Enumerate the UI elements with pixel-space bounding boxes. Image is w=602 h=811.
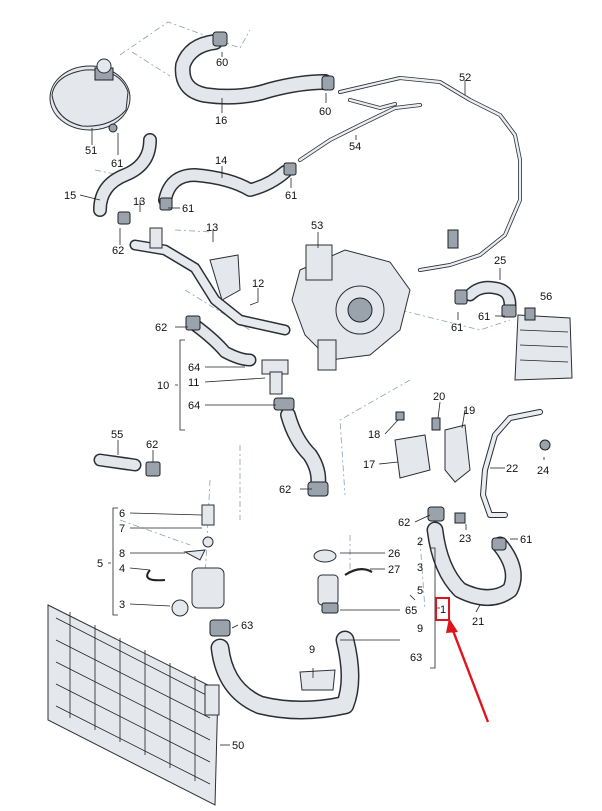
label-61-hose21[interactable]: 61 (520, 534, 532, 546)
label-53[interactable]: 53 (311, 220, 323, 232)
hose-63-lower (209, 619, 360, 720)
hose-16 (174, 31, 335, 105)
label-65[interactable]: 65 (405, 605, 417, 617)
label-10[interactable]: 10 (157, 380, 169, 392)
label-60-top[interactable]: 60 (216, 57, 228, 69)
label-25[interactable]: 25 (494, 255, 506, 267)
label-51[interactable]: 51 (85, 145, 97, 157)
label-64-upper[interactable]: 64 (188, 362, 200, 374)
hose-21 (426, 506, 522, 606)
oil-cooler-56 (514, 307, 573, 381)
label-56[interactable]: 56 (540, 291, 552, 303)
label-62-hose64[interactable]: 62 (279, 484, 291, 496)
label-18[interactable]: 18 (368, 429, 380, 441)
label-5-left[interactable]: 5 (97, 558, 103, 570)
label-23[interactable]: 23 (459, 533, 471, 545)
label-17[interactable]: 17 (363, 459, 375, 471)
label-24[interactable]: 24 (537, 465, 549, 477)
label-9-right[interactable]: 9 (417, 623, 423, 635)
label-62-left[interactable]: 62 (112, 245, 124, 257)
label-22[interactable]: 22 (506, 463, 518, 475)
hose-25 (454, 280, 517, 318)
label-61-hose25[interactable]: 61 (451, 322, 463, 334)
label-11[interactable]: 11 (188, 377, 199, 389)
highlight-arrow (446, 618, 490, 723)
hose-64-lower (273, 397, 329, 497)
label-6[interactable]: 6 (119, 508, 125, 520)
hose-14 (158, 162, 297, 211)
label-19[interactable]: 19 (463, 405, 475, 417)
coolant-pump-housing (291, 244, 411, 371)
hose-64-upper (185, 315, 257, 367)
label-26[interactable]: 26 (388, 548, 400, 560)
hose-54 (298, 103, 422, 162)
pipe-12 (129, 227, 291, 336)
label-2-right[interactable]: 2 (417, 536, 423, 548)
label-61-tank[interactable]: 61 (111, 158, 123, 170)
seal-and-clip (313, 549, 373, 614)
label-62-hose55[interactable]: 62 (146, 439, 158, 451)
label-63-hose[interactable]: 63 (241, 620, 253, 632)
label-3-left[interactable]: 3 (119, 599, 125, 611)
label-13-mid[interactable]: 13 (206, 222, 218, 234)
label-61-cooler[interactable]: 61 (478, 311, 490, 323)
radiator-50 (47, 604, 220, 806)
label-8[interactable]: 8 (119, 548, 125, 560)
label-54[interactable]: 54 (349, 141, 361, 153)
highlight-box (435, 597, 450, 621)
thermostat-parts (146, 504, 225, 617)
label-13-left[interactable]: 13 (133, 196, 145, 208)
label-62-hose21[interactable]: 62 (398, 517, 410, 529)
label-5-right[interactable]: 5 (417, 585, 423, 597)
label-7[interactable]: 7 (119, 523, 125, 535)
label-61-right[interactable]: 61 (285, 190, 297, 202)
label-27[interactable]: 27 (388, 564, 400, 576)
label-9-clip[interactable]: 9 (309, 644, 315, 656)
bracket-17-19 (394, 411, 471, 483)
label-3-right[interactable]: 3 (417, 562, 423, 574)
label-52[interactable]: 52 (459, 72, 471, 84)
label-20[interactable]: 20 (433, 391, 445, 403)
label-50[interactable]: 50 (232, 740, 244, 752)
label-1-highlighted[interactable]: 1 (440, 604, 446, 616)
hose-15 (93, 133, 157, 225)
connector-11 (261, 359, 289, 395)
label-14[interactable]: 14 (215, 155, 227, 167)
label-16[interactable]: 16 (215, 115, 227, 127)
label-63-right[interactable]: 63 (410, 652, 422, 664)
pipe-22 (480, 409, 551, 518)
label-62-mid[interactable]: 62 (155, 322, 167, 334)
expansion-tank (49, 58, 131, 133)
label-21[interactable]: 21 (472, 616, 484, 628)
label-4[interactable]: 4 (119, 563, 125, 575)
hose-55 (93, 453, 161, 477)
label-12[interactable]: 12 (252, 278, 264, 290)
label-55[interactable]: 55 (111, 429, 123, 441)
label-60-mid[interactable]: 60 (319, 106, 331, 118)
label-64-lower[interactable]: 64 (188, 400, 200, 412)
leader-lines (79, 52, 545, 746)
label-61-hose14[interactable]: 61 (182, 203, 194, 215)
hose-52 (338, 76, 522, 272)
label-15[interactable]: 15 (64, 190, 76, 202)
part-labels: 60 52 60 16 51 61 54 14 15 13 61 61 62 1… (64, 57, 552, 752)
